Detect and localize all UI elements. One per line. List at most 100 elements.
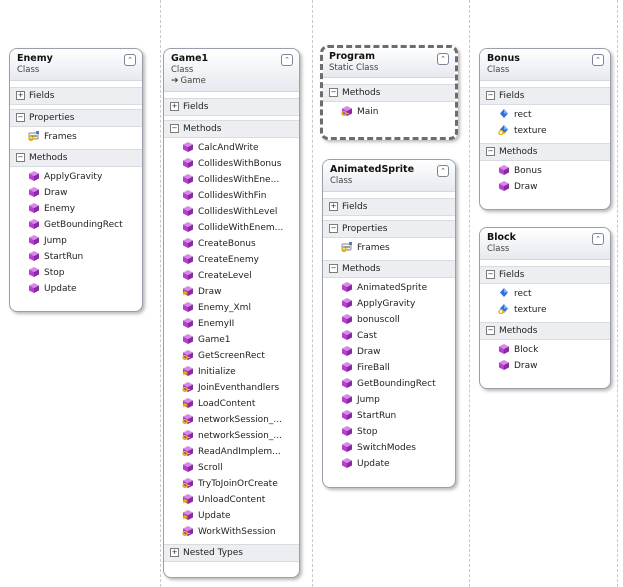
method-item[interactable]: Initialize (164, 364, 299, 380)
field-item[interactable]: rect (480, 107, 610, 123)
method-item[interactable]: GetBoundingRect (323, 376, 455, 392)
section-fields[interactable]: −Fields (480, 266, 610, 284)
method-item[interactable]: TryToJoinOrCreate (164, 476, 299, 492)
expand-plus-icon[interactable]: + (170, 547, 179, 557)
method-item[interactable]: Stop (10, 265, 142, 281)
method-item[interactable]: Enemy (10, 201, 142, 217)
section-methods[interactable]: −Methods (323, 260, 455, 278)
collapse-minus-icon[interactable]: − (170, 123, 179, 133)
expand-plus-icon[interactable]: + (170, 101, 179, 111)
property-item[interactable]: Frames (10, 129, 142, 145)
section-methods[interactable]: −Methods (10, 149, 142, 167)
expand-plus-icon[interactable]: + (16, 90, 25, 100)
method-item[interactable]: Jump (10, 233, 142, 249)
class-header[interactable]: Game1 Class ➔Game ⌃ (164, 49, 299, 92)
method-item[interactable]: Jump (323, 392, 455, 408)
collapse-chevron-icon[interactable]: ⌃ (592, 54, 604, 66)
method-item[interactable]: Draw (480, 179, 610, 195)
field-item[interactable]: texture (480, 302, 610, 318)
class-header[interactable]: Program Static Class ⌃ (323, 48, 455, 78)
method-item[interactable]: Enemy_Xml (164, 300, 299, 316)
section-nested-types[interactable]: +Nested Types (164, 544, 299, 562)
method-item[interactable]: StartRun (10, 249, 142, 265)
section-methods[interactable]: −Methods (323, 84, 455, 102)
method-item[interactable]: Main (323, 104, 455, 120)
method-item[interactable]: Draw (480, 358, 610, 374)
collapse-chevron-icon[interactable]: ⌃ (437, 53, 449, 65)
section-fields[interactable]: −Fields (480, 87, 610, 105)
collapse-minus-icon[interactable]: − (329, 87, 338, 97)
method-item[interactable]: ApplyGravity (10, 169, 142, 185)
method-item[interactable]: CalcAndWrite (164, 140, 299, 156)
section-fields[interactable]: +Fields (10, 87, 142, 105)
method-item[interactable]: Update (10, 281, 142, 297)
section-methods[interactable]: −Methods (480, 322, 610, 340)
method-item[interactable]: Stop (323, 424, 455, 440)
section-properties[interactable]: −Properties (323, 220, 455, 238)
method-item[interactable]: GetScreenRect (164, 348, 299, 364)
method-item[interactable]: Draw (10, 185, 142, 201)
expand-plus-icon[interactable]: + (329, 201, 338, 211)
field-item[interactable]: rect (480, 286, 610, 302)
method-item[interactable]: Scroll (164, 460, 299, 476)
collapse-minus-icon[interactable]: − (16, 152, 25, 162)
method-item[interactable]: Draw (164, 284, 299, 300)
section-fields[interactable]: +Fields (164, 98, 299, 116)
method-item[interactable]: CreateLevel (164, 268, 299, 284)
collapse-minus-icon[interactable]: − (329, 223, 338, 233)
method-item[interactable]: LoadContent (164, 396, 299, 412)
class-header[interactable]: Bonus Class ⌃ (480, 49, 610, 81)
method-item[interactable]: AnimatedSprite (323, 280, 455, 296)
class-box-enemy[interactable]: Enemy Class ⌃ +Fields −Properties Frames… (9, 48, 143, 312)
collapse-chevron-icon[interactable]: ⌃ (281, 54, 293, 66)
method-item[interactable]: CollidesWithEne... (164, 172, 299, 188)
class-box-animatedsprite[interactable]: AnimatedSprite Class ⌃ +Fields −Properti… (322, 159, 456, 488)
method-item[interactable]: bonuscoll (323, 312, 455, 328)
method-item[interactable]: CollidesWithFin (164, 188, 299, 204)
class-header[interactable]: Enemy Class ⌃ (10, 49, 142, 81)
collapse-minus-icon[interactable]: − (16, 112, 25, 122)
collapse-minus-icon[interactable]: − (486, 146, 495, 156)
field-item[interactable]: texture (480, 123, 610, 139)
method-item[interactable]: ApplyGravity (323, 296, 455, 312)
method-item[interactable]: CollidesWithLevel (164, 204, 299, 220)
class-box-game1[interactable]: Game1 Class ➔Game ⌃ +Fields −Methods Cal… (163, 48, 300, 578)
class-header[interactable]: AnimatedSprite Class ⌃ (323, 160, 455, 192)
collapse-minus-icon[interactable]: − (486, 325, 495, 335)
method-item[interactable]: CollidesWithBonus (164, 156, 299, 172)
method-item[interactable]: UnloadContent (164, 492, 299, 508)
method-item[interactable]: Draw (323, 344, 455, 360)
method-item[interactable]: CreateBonus (164, 236, 299, 252)
collapse-minus-icon[interactable]: − (486, 90, 495, 100)
method-item[interactable]: Game1 (164, 332, 299, 348)
collapse-minus-icon[interactable]: − (486, 269, 495, 279)
section-properties[interactable]: −Properties (10, 109, 142, 127)
method-item[interactable]: Cast (323, 328, 455, 344)
collapse-chevron-icon[interactable]: ⌃ (124, 54, 136, 66)
collapse-chevron-icon[interactable]: ⌃ (437, 165, 449, 177)
method-item[interactable]: Bonus (480, 163, 610, 179)
section-methods[interactable]: −Methods (164, 120, 299, 138)
method-item[interactable]: JoinEventhandlers (164, 380, 299, 396)
class-header[interactable]: Block Class ⌃ (480, 228, 610, 260)
section-fields[interactable]: +Fields (323, 198, 455, 216)
method-item[interactable]: FireBall (323, 360, 455, 376)
method-item[interactable]: StartRun (323, 408, 455, 424)
collapse-minus-icon[interactable]: − (329, 263, 338, 273)
method-item[interactable]: EnemyII (164, 316, 299, 332)
method-item[interactable]: Update (164, 508, 299, 524)
method-item[interactable]: WorkWithSession (164, 524, 299, 540)
method-item[interactable]: Update (323, 456, 455, 472)
method-item[interactable]: networkSession_... (164, 412, 299, 428)
collapse-chevron-icon[interactable]: ⌃ (592, 233, 604, 245)
method-item[interactable]: networkSession_... (164, 428, 299, 444)
property-item[interactable]: Frames (323, 240, 455, 256)
class-box-program[interactable]: Program Static Class ⌃ −Methods Main (320, 45, 458, 140)
method-item[interactable]: SwitchModes (323, 440, 455, 456)
method-item[interactable]: GetBoundingRect (10, 217, 142, 233)
section-methods[interactable]: −Methods (480, 143, 610, 161)
method-item[interactable]: CreateEnemy (164, 252, 299, 268)
method-item[interactable]: CollideWithEnem... (164, 220, 299, 236)
